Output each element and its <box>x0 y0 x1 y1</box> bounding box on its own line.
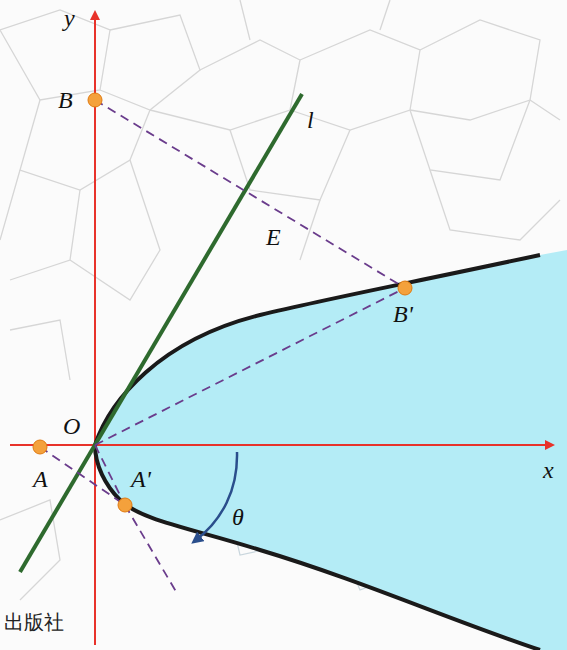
axis-label: x <box>543 458 554 482</box>
x-axis <box>10 444 553 446</box>
watermark: 出版社 <box>4 612 64 632</box>
line-label: l <box>307 108 314 132</box>
angle-arc <box>196 452 237 540</box>
point-label: B' <box>393 302 413 326</box>
point-label: B <box>58 88 73 112</box>
point-label: A' <box>131 467 151 491</box>
point-label: E <box>266 225 281 249</box>
dashed-lines <box>40 100 405 595</box>
parabola-region <box>95 250 567 650</box>
origin-label: O <box>63 414 80 438</box>
parabola <box>95 255 540 650</box>
points <box>33 93 412 512</box>
line-l <box>20 94 302 572</box>
point-label: A <box>33 467 48 491</box>
angle-label: θ <box>232 505 244 529</box>
axis-label: y <box>64 6 75 30</box>
